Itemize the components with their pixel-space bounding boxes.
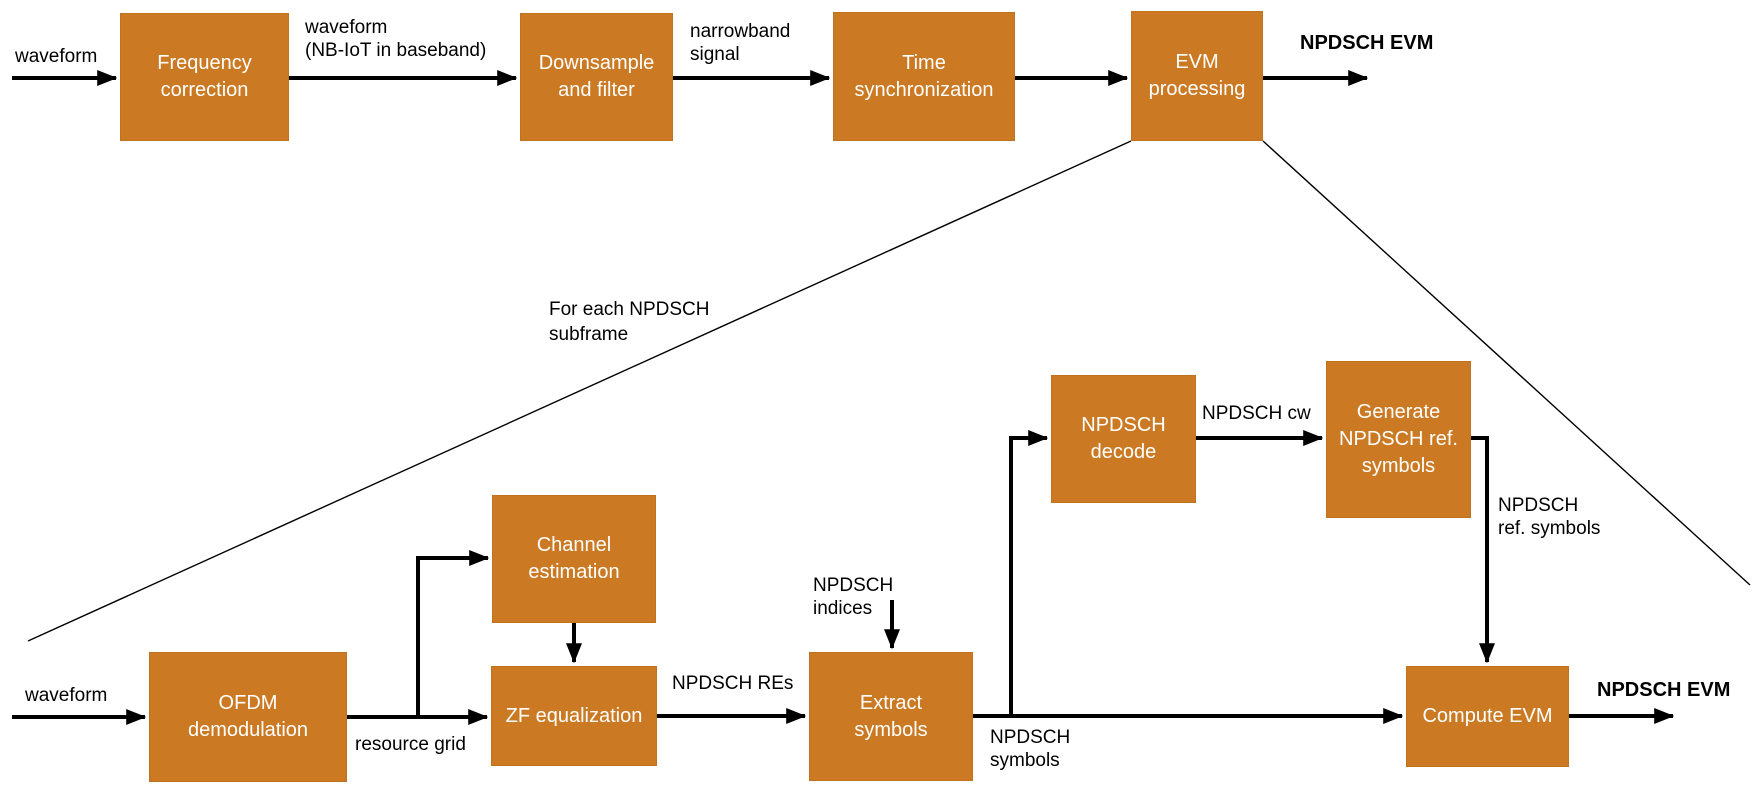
- block-time-synchronization: Time synchronization: [833, 12, 1015, 141]
- label-resource-grid: resource grid: [355, 734, 466, 755]
- label-npdsch-evm-output-top: NPDSCH EVM: [1300, 32, 1434, 54]
- arrow-branch-to-channel-estimation: [416, 550, 490, 719]
- label-waveform-input-top: waveform: [15, 46, 98, 67]
- block-generate-npdsch-ref-symbols: Generate NPDSCH ref. symbols: [1326, 361, 1471, 518]
- label-npdsch-evm-output-bottom: NPDSCH EVM: [1597, 679, 1731, 701]
- label-npdsch-cw: NPDSCH cw: [1202, 403, 1311, 424]
- label-for-each-npdsch-subframe: For each NPDSCH subframe: [549, 299, 710, 345]
- block-frequency-correction: Frequency correction: [120, 13, 289, 141]
- label-npdsch-indices: NPDSCH indices: [813, 575, 894, 619]
- label-npdsch-res: NPDSCH REs: [672, 673, 794, 694]
- block-channel-estimation: Channel estimation: [492, 495, 656, 623]
- label-npdsch-ref-symbols: NPDSCH ref. symbols: [1498, 495, 1601, 539]
- arrow-branch-to-npdsch-decode: [1009, 430, 1049, 718]
- block-npdsch-decode: NPDSCH decode: [1051, 375, 1196, 503]
- block-zf-equalization: ZF equalization: [491, 666, 657, 766]
- label-waveform-input-bottom: waveform: [25, 685, 108, 706]
- arrow-generate-to-compute-evm: [1471, 436, 1495, 664]
- label-narrowband-signal: narrowband signal: [690, 21, 791, 65]
- block-downsample-and-filter: Downsample and filter: [520, 13, 673, 141]
- block-extract-symbols: Extract symbols: [809, 652, 973, 781]
- block-evm-processing: EVM processing: [1131, 11, 1263, 141]
- block-compute-evm: Compute EVM: [1406, 666, 1569, 767]
- block-ofdm-demodulation: OFDM demodulation: [149, 652, 347, 782]
- label-waveform-nbiot-baseband: waveform (NB-IoT in baseband): [305, 17, 487, 61]
- label-npdsch-symbols: NPDSCH symbols: [990, 727, 1071, 771]
